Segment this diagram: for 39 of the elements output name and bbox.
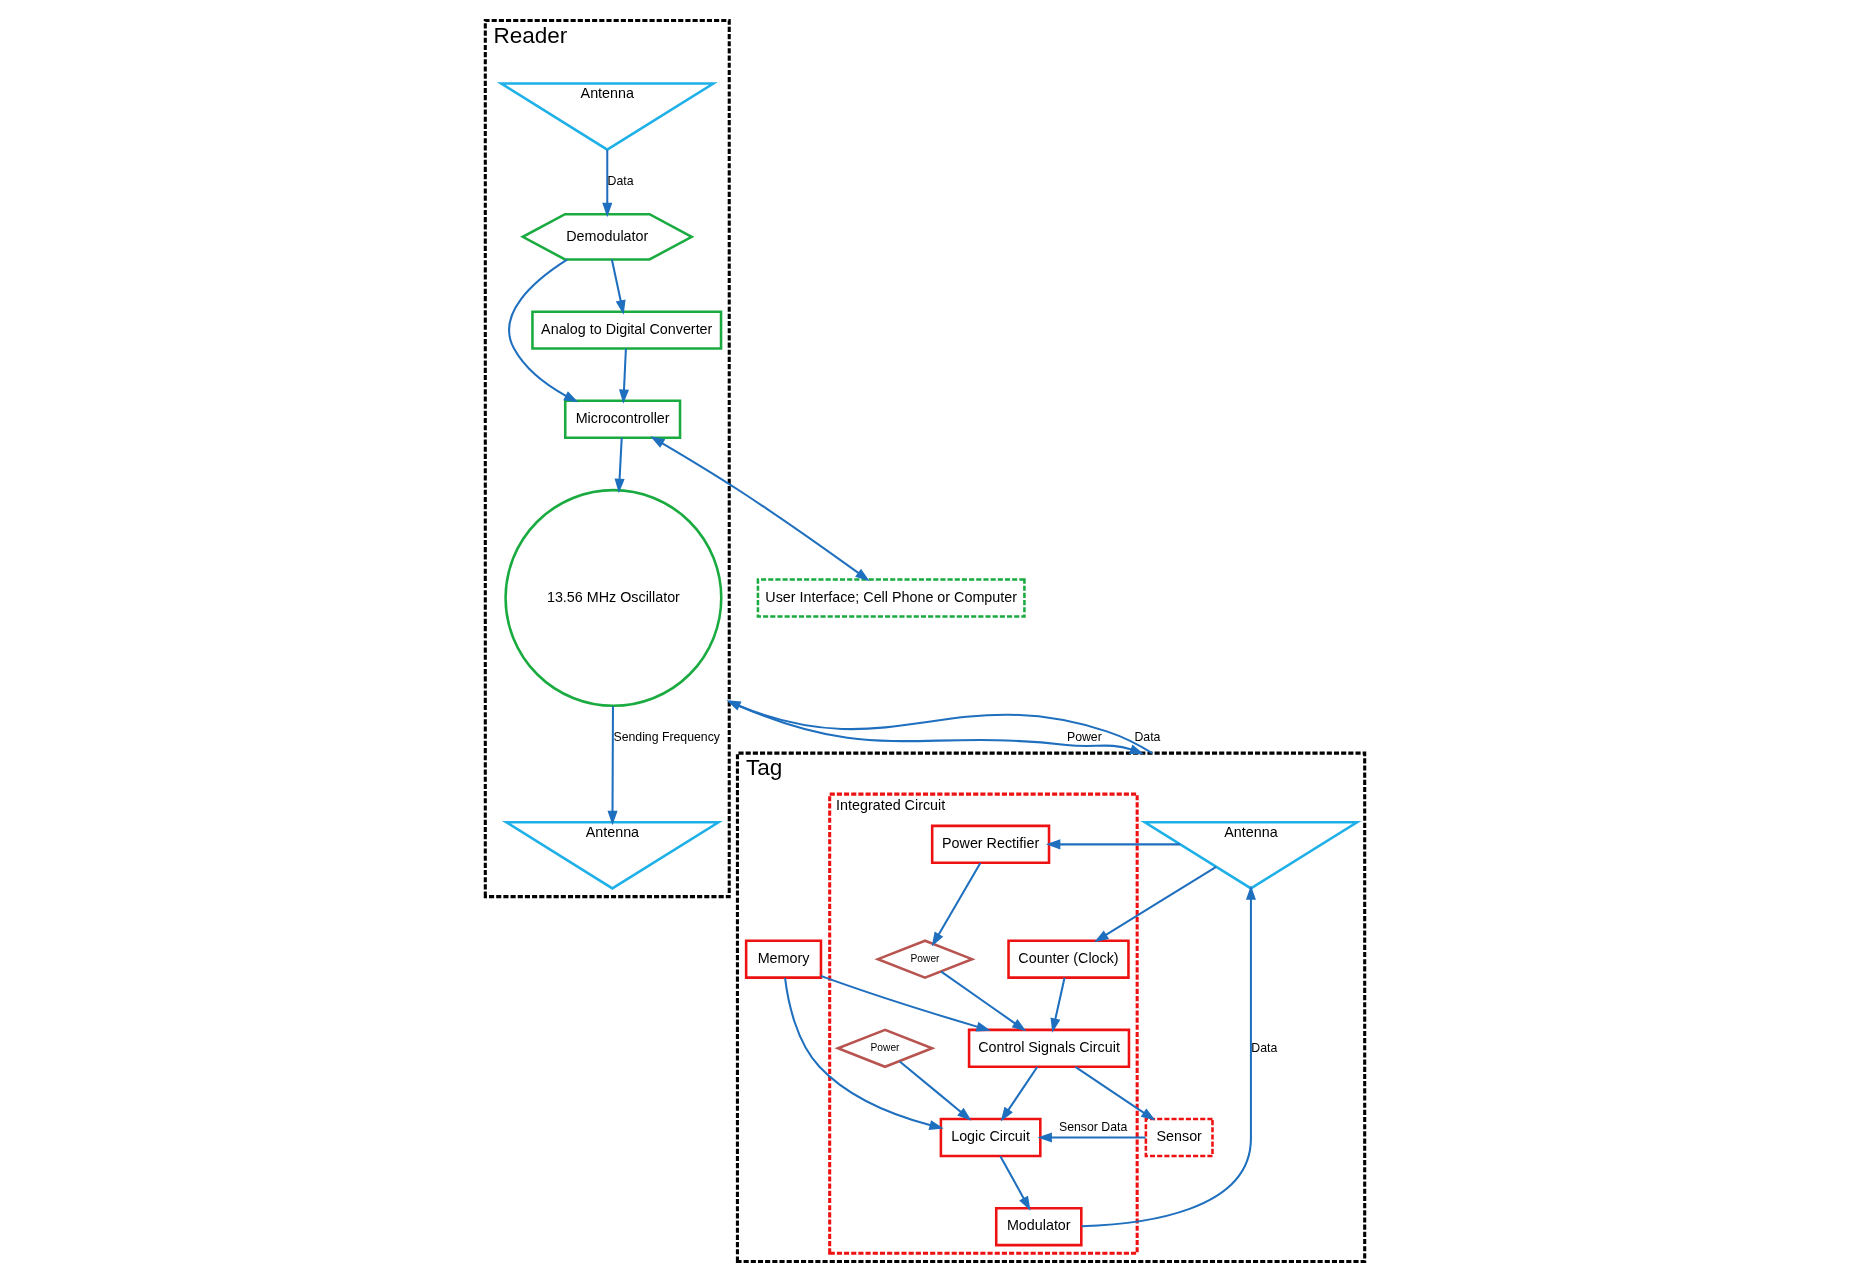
node-box: Microcontroller	[563, 399, 682, 439]
arrow	[1037, 1132, 1146, 1143]
arrow	[784, 977, 944, 1130]
node-box: Power Rectifier	[930, 824, 1051, 865]
edge-label: Sensor Data	[1058, 1119, 1128, 1134]
arrow	[650, 436, 870, 582]
arrow	[1000, 1066, 1039, 1122]
arrow	[940, 970, 1027, 1032]
arrow	[1045, 839, 1180, 850]
node-box: Control Signals Circuit	[967, 1028, 1131, 1069]
arrow	[508, 258, 579, 403]
edge-label: Data	[607, 174, 634, 189]
edge-label: Power	[1066, 730, 1102, 745]
node-diamond: Power	[834, 1028, 936, 1069]
arrow	[899, 1060, 972, 1121]
node-box: Memory	[744, 939, 823, 979]
arrow	[1094, 865, 1217, 943]
arrow	[1074, 1066, 1156, 1121]
node-box: Analog to Digital Converter	[531, 310, 723, 350]
arrow	[999, 1155, 1031, 1211]
arrow	[610, 259, 626, 315]
edge-label: Sending Frequency	[613, 730, 720, 745]
arrow	[1050, 977, 1066, 1033]
arrow	[931, 862, 982, 947]
arrow	[602, 149, 613, 218]
node-box: Sensor	[1144, 1117, 1214, 1158]
node-box: Logic Circuit	[939, 1117, 1042, 1158]
edge-label: Data	[1134, 730, 1161, 745]
arrow	[618, 348, 629, 404]
arrow	[820, 974, 991, 1032]
node-box: Counter (Clock)	[1007, 939, 1130, 979]
arrow	[614, 437, 625, 494]
node-box: Modulator	[994, 1206, 1083, 1247]
edge-label: Data	[1251, 1040, 1278, 1055]
node-diamond: Power	[874, 939, 976, 979]
arrow	[607, 706, 618, 826]
arrow	[1081, 885, 1256, 1228]
node-box: User Interface; Cell Phone or Computer	[756, 578, 1026, 618]
node-circle: 13.56 MHz Oscillator	[504, 488, 723, 708]
